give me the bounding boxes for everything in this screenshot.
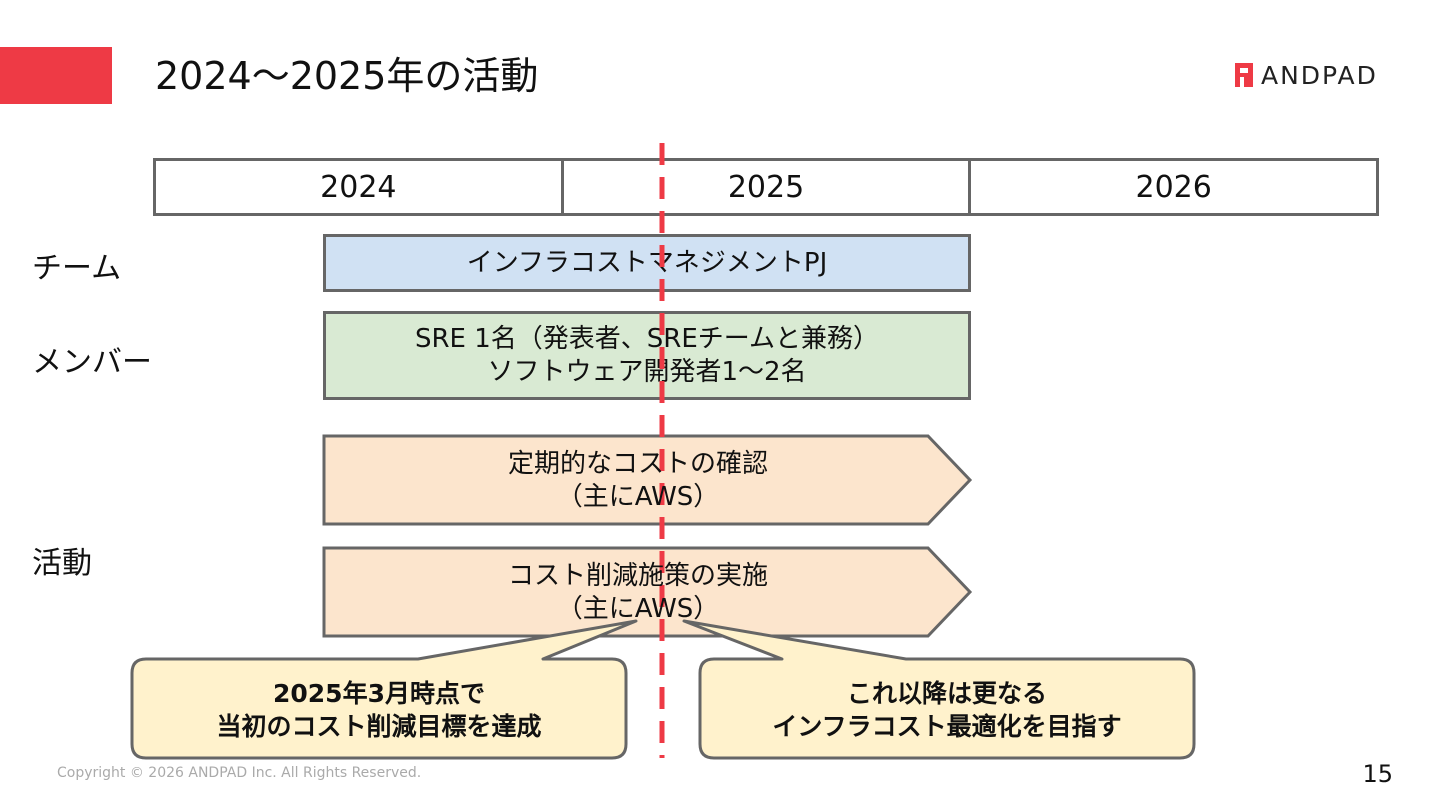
year-cell-2024: 2024 (320, 169, 397, 205)
callout-left-text: 2025年3月時点で 当初のコスト削減目標を達成 (132, 677, 626, 743)
year-cell-2025: 2025 (560, 161, 969, 213)
page-number: 15 (1362, 760, 1393, 788)
callout-right-line1: これ以降は更なる (846, 679, 1047, 708)
slide-title: 2024〜2025年の活動 (155, 54, 539, 98)
activity-review-text: 定期的なコストの確認 （主にAWS） (338, 448, 938, 514)
member-box-line1: SRE 1名（発表者、SREチームと兼務） (414, 323, 880, 354)
copyright-text: Copyright © 2026 ANDPAD Inc. All Rights … (57, 765, 422, 781)
activity-reduction-text: コスト削減施策の実施 （主にAWS） (338, 560, 938, 626)
member-box: SRE 1名（発表者、SREチームと兼務） ソフトウェア開発者1〜2名 (323, 311, 971, 400)
team-box: インフラコストマネジメントPJ (323, 234, 971, 292)
title-accent-bar (0, 47, 112, 104)
activity-reduction-line2: （主にAWS） (556, 594, 720, 624)
year-cell-2026: 2026 (968, 161, 1376, 213)
member-row-label: メンバー (32, 345, 152, 380)
callout-right-text: これ以降は更なる インフラコスト最適化を目指す (700, 677, 1194, 743)
activity-arrow-review (322, 434, 973, 526)
callout-left-line2: 当初のコスト削減目標を達成 (216, 712, 542, 741)
team-box-text: インフラコストマネジメントPJ (466, 247, 828, 278)
activity-arrow-reduction (322, 546, 973, 638)
callout-left-shape (130, 619, 638, 760)
andpad-logo: ANDPAD (1235, 60, 1378, 90)
activity-reduction-line1: コスト削減施策の実施 (507, 561, 768, 591)
andpad-logo-icon (1235, 63, 1253, 87)
member-box-line2: ソフトウェア開発者1〜2名 (487, 356, 807, 387)
year-header: 2024 2025 2026 (153, 158, 1379, 216)
callout-right-line2: インフラコスト最適化を目指す (772, 712, 1122, 741)
callout-left-line1: 2025年3月時点で (273, 679, 485, 708)
logo-text: ANDPAD (1261, 60, 1378, 90)
activity-row-label: 活動 (32, 546, 92, 581)
callout-right-shape (682, 619, 1196, 760)
activity-review-line1: 定期的なコストの確認 (507, 449, 768, 479)
team-row-label: チーム (32, 251, 122, 286)
activity-review-line2: （主にAWS） (556, 482, 720, 512)
